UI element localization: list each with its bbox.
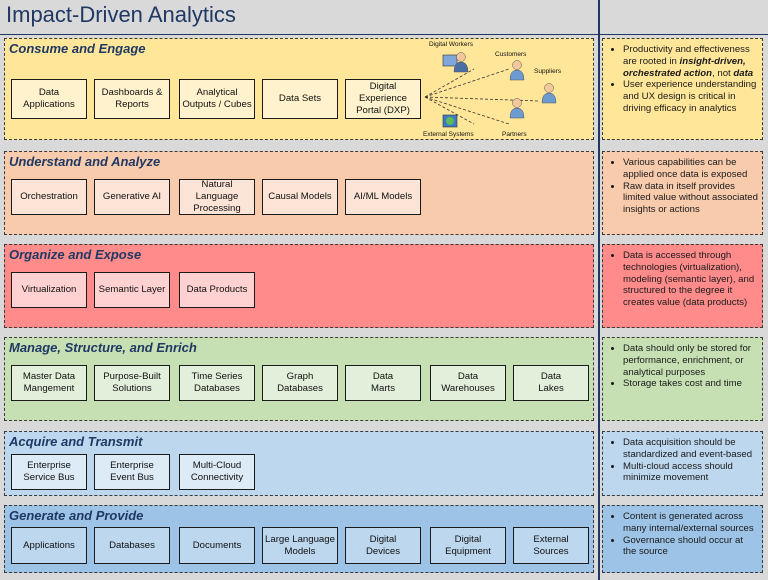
capability-box: Data Applications [11, 79, 87, 119]
note-item: Data acquisition should be standardized … [623, 437, 758, 461]
layer-notes-understand: Various capabilities can be applied once… [602, 151, 763, 235]
note-item: Content is generated across many interna… [623, 511, 758, 535]
layer-title: Generate and Provide [9, 508, 144, 523]
layer-title: Organize and Expose [9, 247, 142, 262]
diagram-label: Partners [502, 131, 527, 138]
capability-box: Multi-Cloud Connectivity [179, 454, 255, 490]
capability-box: Documents [179, 527, 255, 564]
digital-worker-icon [453, 52, 469, 73]
capability-box: Data Sets [262, 79, 338, 119]
monitor-icon [442, 54, 458, 67]
layer-title: Understand and Analyze [9, 154, 161, 169]
capability-box: Time Series Databases [179, 365, 255, 401]
diagram-label: Customers [495, 51, 527, 58]
capability-box: Data Products [179, 272, 255, 308]
layer-notes-acquire: Data acquisition should be standardized … [602, 431, 763, 496]
supplier-icon [541, 83, 557, 104]
capability-box: Data Lakes [513, 365, 589, 401]
column-divider [598, 0, 600, 580]
note-item: Productivity and effectiveness are roote… [623, 44, 758, 79]
diagram-label: External Systems [423, 131, 474, 138]
capability-box: External Sources [513, 527, 589, 564]
layer-title: Acquire and Transmit [9, 434, 143, 449]
globe-icon [446, 117, 454, 125]
note-text: Raw data in itself provides limited valu… [623, 180, 758, 216]
capability-box: Enterprise Event Bus [94, 454, 170, 490]
note-item: Data should only be stored for performan… [623, 343, 758, 378]
title-rule [0, 34, 768, 35]
capability-box: Semantic Layer [94, 272, 170, 308]
note-text: , not [712, 67, 734, 79]
note-item: Governance should occur at the source [623, 535, 758, 559]
capability-box: Purpose-Built Solutions [94, 365, 170, 401]
capability-box: Digital Devices [345, 527, 421, 564]
note-text: Productivity and effectiveness are roote… [623, 44, 750, 67]
capability-box: Virtualization [11, 272, 87, 308]
capability-box: Digital Experience Portal (DXP) [345, 79, 421, 119]
capability-box: Orchestration [11, 179, 87, 215]
note-item: Storage takes cost and time [623, 378, 758, 390]
note-item: User experience understanding and UX des… [623, 79, 758, 114]
diagram-label: Digital Workers [429, 41, 473, 48]
capability-box: Data Marts [345, 365, 421, 401]
capability-box: Data Warehouses [430, 365, 506, 401]
dxp-connection-diagram [424, 52, 557, 128]
capability-box: Analytical Outputs / Cubes [179, 79, 255, 119]
layer-title: Consume and Engage [9, 41, 146, 56]
note-text: User experience understanding and UX des… [623, 79, 757, 114]
customer-icon [509, 60, 525, 81]
connector-line [424, 68, 475, 98]
note-text: Storage takes cost and time [623, 378, 742, 390]
partner-icon [509, 98, 525, 119]
capability-box: Generative AI [94, 179, 170, 215]
note-text: Multi-cloud access should minimize movem… [623, 460, 733, 484]
layer-notes-organize: Data is accessed through technologies (v… [602, 244, 763, 328]
note-item: Various capabilities can be applied once… [623, 157, 758, 181]
capability-box: Natural Language Processing [179, 179, 255, 215]
capability-box: Dashboards & Reports [94, 79, 170, 119]
capability-box: Applications [11, 527, 87, 564]
note-text: Various capabilities can be applied once… [623, 157, 748, 180]
note-emphasis: insight-driven, orchestrated action [623, 55, 746, 79]
connector-line [424, 68, 510, 98]
capability-box: AI/ML Models [345, 179, 421, 215]
capability-box: Large Language Models [262, 527, 338, 564]
note-text: Governance should occur at the source [623, 534, 743, 558]
layer-notes-generate: Content is generated across many interna… [602, 505, 763, 573]
connector-line [424, 96, 475, 125]
capability-box: Causal Models [262, 179, 338, 215]
connector-line [424, 96, 540, 102]
note-text: Data should only be stored for performan… [623, 343, 751, 378]
note-text: Data acquisition should be standardized … [623, 437, 753, 460]
layer-notes-consume: Productivity and effectiveness are roote… [602, 38, 763, 140]
note-text: Data is accessed through technologies (v… [623, 250, 755, 309]
note-item: Multi-cloud access should minimize movem… [623, 461, 758, 485]
note-item: Data is accessed through technologies (v… [623, 250, 758, 309]
capability-box: Digital Equipment [430, 527, 506, 564]
capability-box: Graph Databases [262, 365, 338, 401]
capability-box: Master Data Mangement [11, 365, 87, 401]
note-item: Raw data in itself provides limited valu… [623, 181, 758, 216]
layer-notes-manage: Data should only be stored for performan… [602, 337, 763, 421]
diagram-label: Suppliers [534, 68, 562, 75]
capability-box: Databases [94, 527, 170, 564]
note-emphasis: data [733, 67, 754, 79]
capability-box: Enterprise Service Bus [11, 454, 87, 490]
page-title: Impact-Driven Analytics [6, 2, 236, 27]
note-text: Content is generated across many interna… [623, 511, 754, 534]
layer-title: Manage, Structure, and Enrich [9, 340, 197, 355]
